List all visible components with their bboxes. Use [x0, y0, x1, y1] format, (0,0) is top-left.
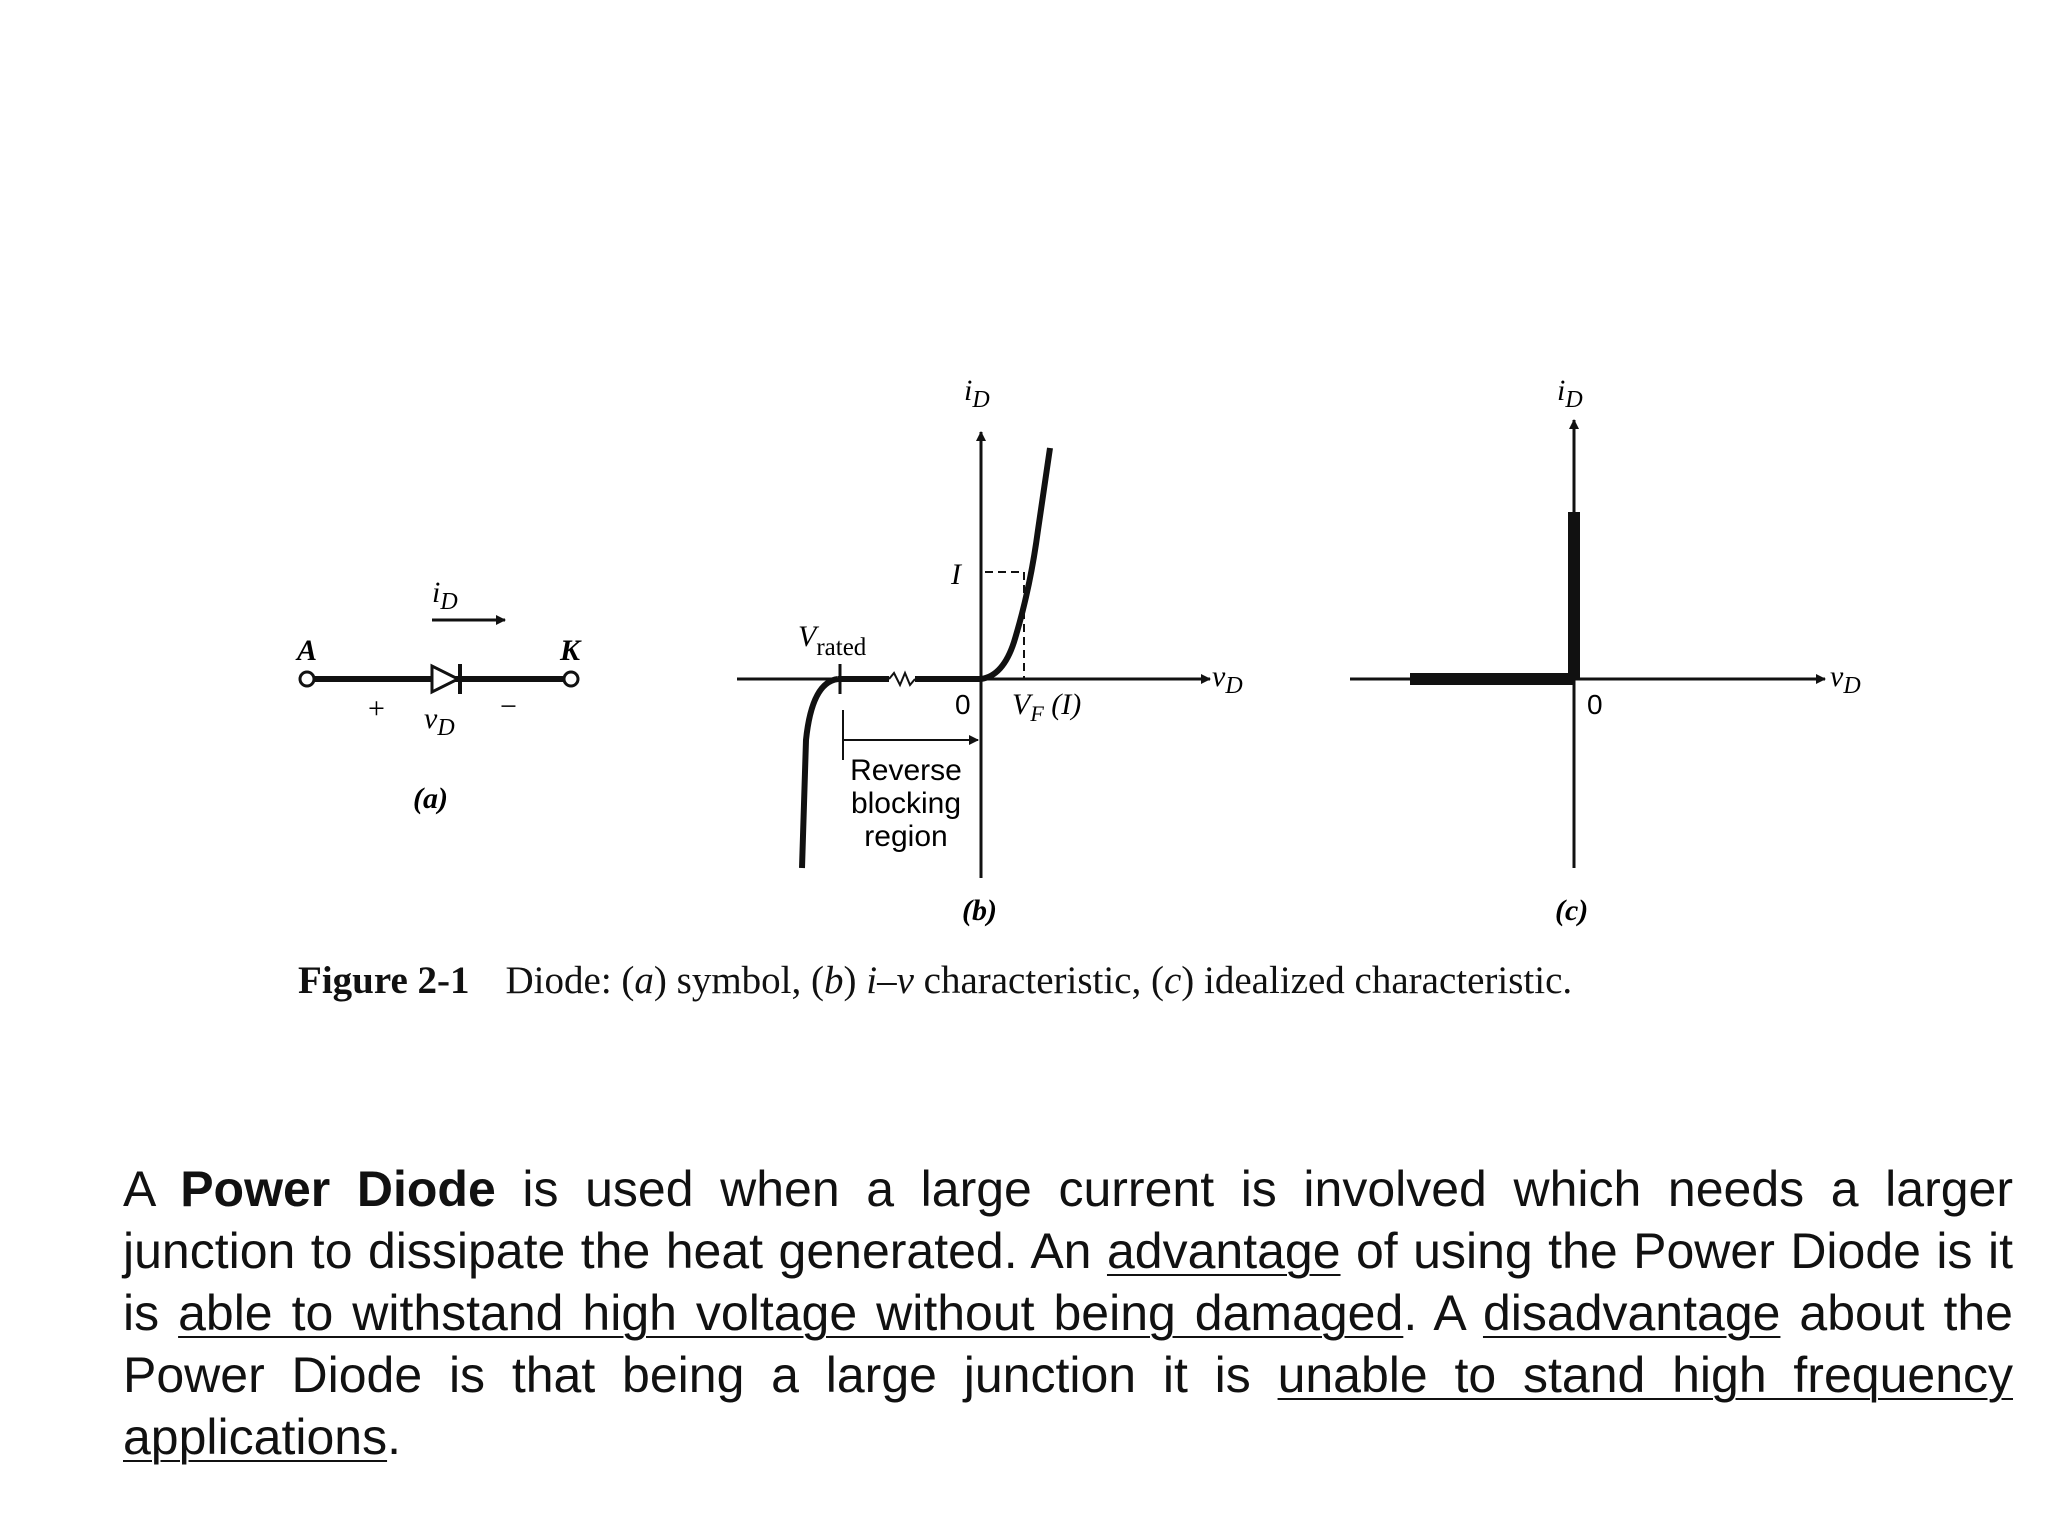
- b-current-mark: I: [950, 558, 963, 591]
- b-reverse-curve: [799, 676, 839, 869]
- b-axis-break: [888, 670, 916, 688]
- panel-a-tag: (a): [413, 782, 448, 815]
- b-x-axis-label: vD: [1212, 660, 1243, 699]
- c-y-axis-label: iD: [1557, 374, 1583, 413]
- current-label: iD: [432, 576, 458, 615]
- minus-sign: −: [500, 690, 517, 723]
- plus-sign: +: [368, 692, 385, 725]
- figure-caption: Figure 2-1 Diode: (a) symbol, (b) i–v cha…: [298, 958, 1798, 1003]
- cathode-terminal: [562, 670, 580, 688]
- b-region-line-1: Reverse: [850, 754, 962, 787]
- power-diode-term: Power Diode: [180, 1161, 496, 1217]
- disadvantage-detail: unable to stand high frequency applicati…: [123, 1347, 2013, 1465]
- b-forward-curve: [980, 447, 1053, 682]
- panel-b-tag: (b): [962, 894, 997, 927]
- panel-c-idealized-characteristic: iD vD 0 (c): [1350, 374, 1861, 927]
- anode-label: A: [295, 634, 317, 667]
- panel-b-iv-characteristic: iD vD Vrated I 0 VF (I) Reverse blocking…: [737, 374, 1243, 927]
- advantage-term: advantage: [1106, 1223, 1341, 1279]
- b-v-rated-label: Vrated: [798, 620, 867, 661]
- b-y-axis-label: iD: [964, 374, 990, 413]
- advantage-detail: able to withstand high voltage without b…: [178, 1285, 1404, 1341]
- c-x-axis-label: vD: [1830, 660, 1861, 699]
- b-region-line-2: blocking: [851, 787, 961, 820]
- panel-c-tag: (c): [1555, 894, 1588, 927]
- diode-triangle: [430, 663, 462, 695]
- power-diode-paragraph: A Power Diode is used when a large curre…: [123, 1161, 2014, 1465]
- voltage-label: vD: [424, 702, 455, 741]
- panel-a-diode-symbol: A K iD + vD − (a): [295, 576, 582, 815]
- b-vf-label: VF (I): [1012, 688, 1081, 726]
- c-origin-label: 0: [1587, 689, 1603, 720]
- disadvantage-term: disadvantage: [1482, 1285, 1781, 1341]
- anode-terminal: [298, 670, 316, 688]
- b-region-line-3: region: [864, 820, 947, 853]
- figure-number: Figure 2-1: [298, 959, 470, 1002]
- cathode-label: K: [559, 634, 582, 667]
- caption-text: Diode: (a) symbol, (b) i–v characteristi…: [505, 959, 1573, 1002]
- diode-figure: A K iD + vD − (a) iD vD Vrated I 0 VF (I…: [295, 374, 1861, 927]
- b-origin-label: 0: [955, 689, 971, 720]
